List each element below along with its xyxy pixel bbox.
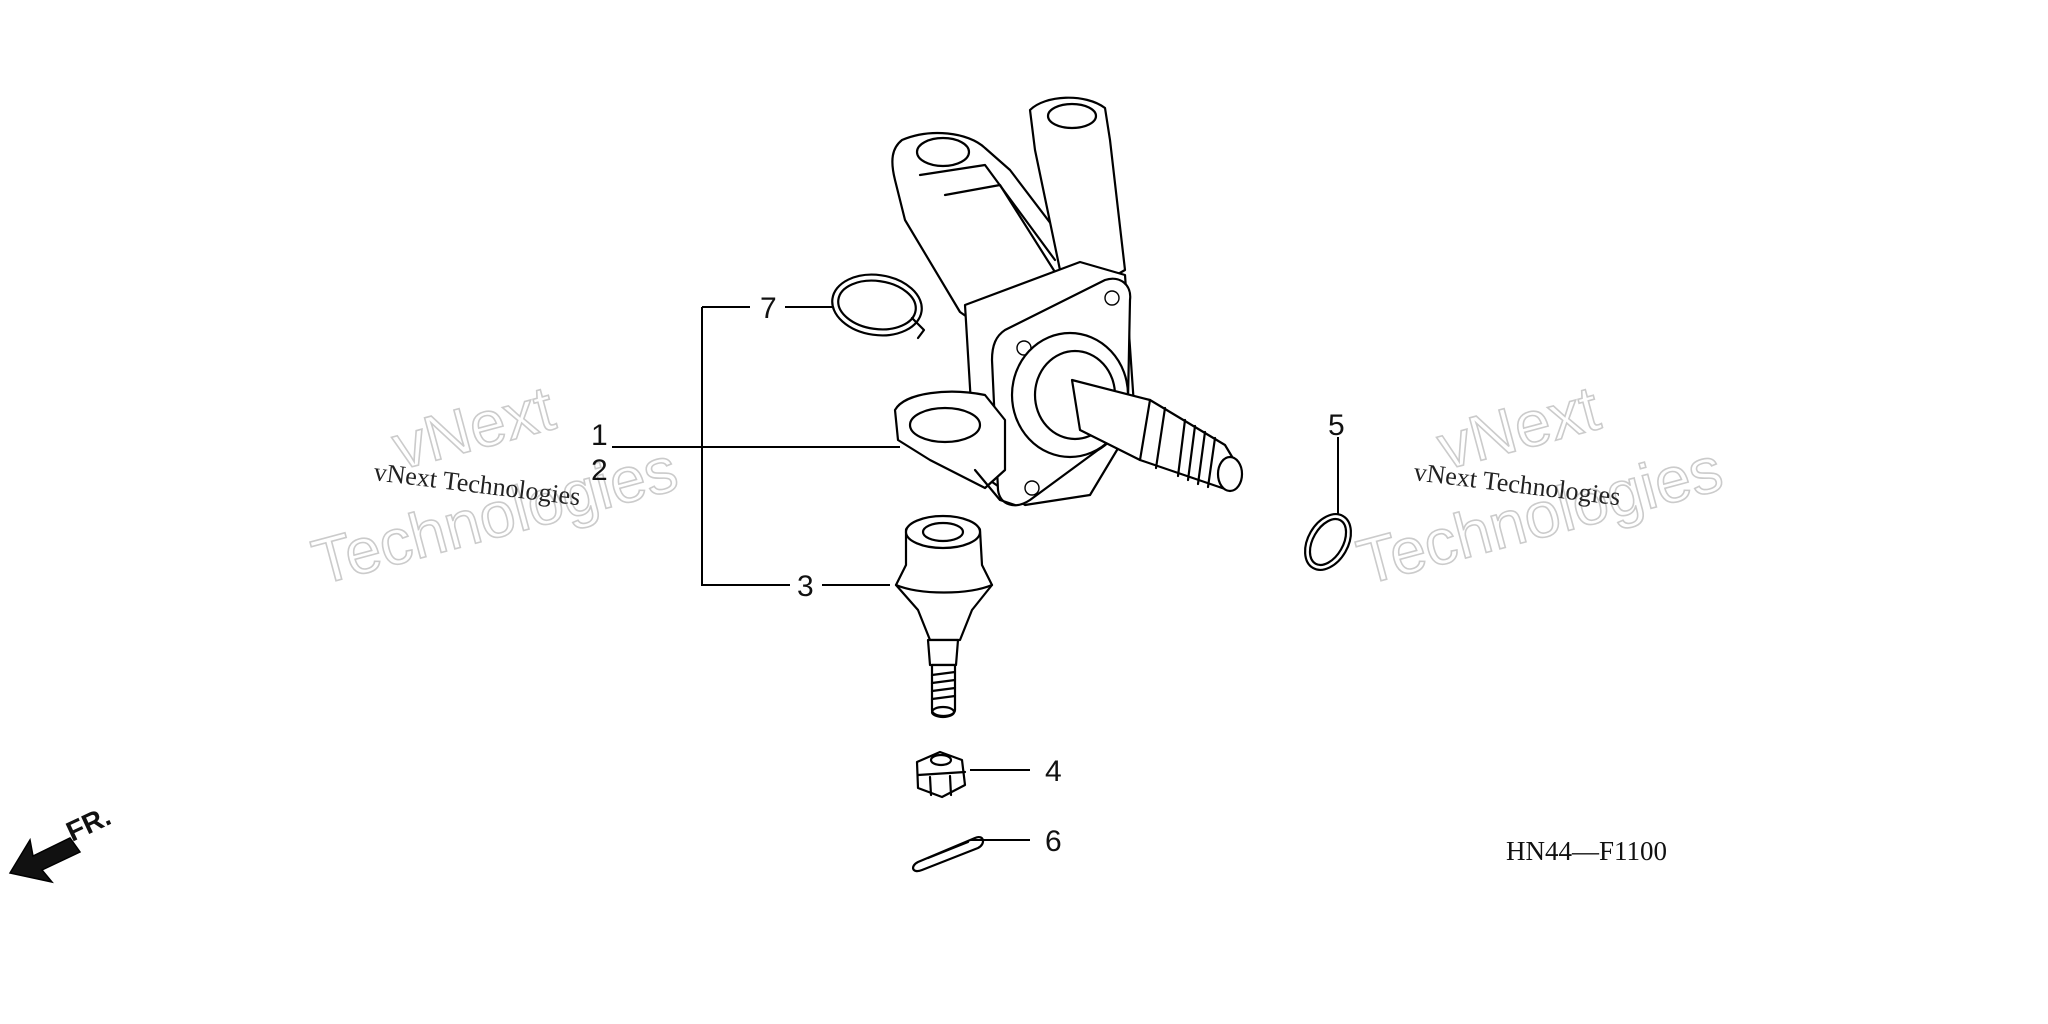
circlip (831, 273, 926, 340)
o-ring (1303, 513, 1353, 571)
callout-1: 1 (591, 419, 608, 452)
front-arrow-icon (8, 837, 82, 884)
steering-knuckle (891, 96, 1244, 507)
ball-joint (894, 514, 994, 719)
callout-5: 5 (1328, 409, 1345, 442)
callout-3: 3 (797, 570, 814, 603)
callout-7: 7 (760, 292, 777, 325)
watermark-left: vNext Technologies vNext Technologies (304, 371, 685, 600)
leader-lines (612, 306, 1339, 841)
front-arrow: FR. (8, 800, 115, 884)
watermark-right: vNext Technologies vNext Technologies (1349, 371, 1730, 600)
callout-6: 6 (1045, 825, 1062, 858)
castle-nut (915, 750, 967, 799)
diagram-code: HN44—F1100 (1506, 836, 1667, 866)
callout-2: 2 (591, 454, 608, 487)
callout-4: 4 (1045, 755, 1062, 788)
cotter-pin (912, 836, 985, 873)
